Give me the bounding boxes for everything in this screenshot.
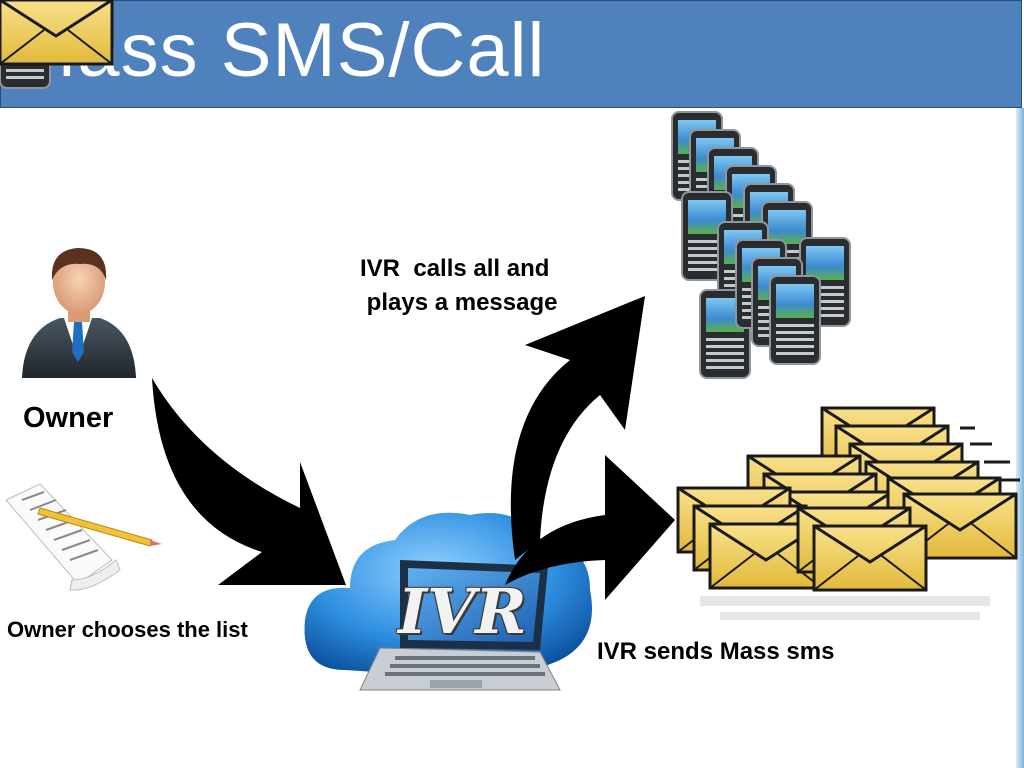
arrow-ivr-to-phones	[510, 296, 645, 560]
owner-label: Owner	[23, 402, 114, 434]
owner-chooses-list-label: Owner chooses the list	[7, 617, 248, 642]
ivr-logo-text: IVR	[398, 575, 527, 648]
right-edge-accent	[1016, 108, 1024, 768]
arrow-owner-to-ivr	[152, 378, 346, 585]
ivr-sends-sms-label: IVR sends Mass sms	[597, 638, 835, 665]
businessman-icon	[22, 248, 136, 378]
paper-list-pencil-icon	[5, 483, 162, 591]
ivr-calls-label: IVR calls all and plays a message	[360, 255, 558, 316]
envelopes-icon	[0, 0, 1020, 620]
arrow-ivr-to-envelopes	[505, 455, 675, 600]
mobile-phones-icon	[0, 0, 851, 379]
